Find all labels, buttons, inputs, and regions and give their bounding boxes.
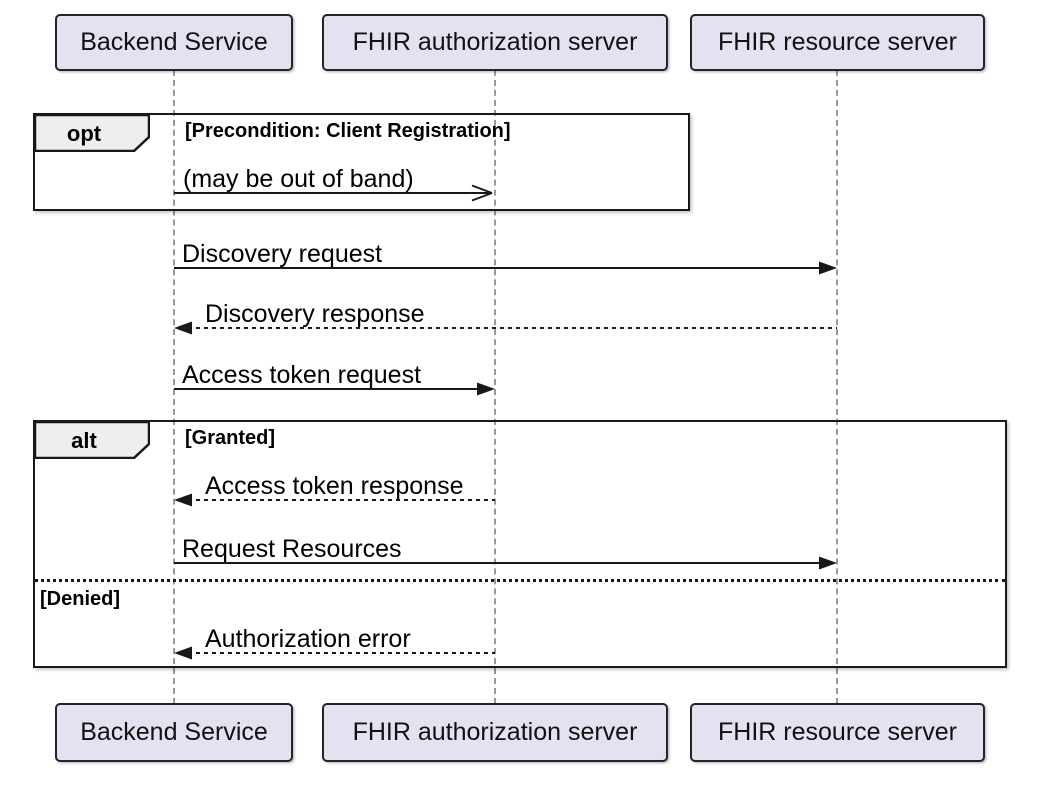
participant-label: Backend Service <box>80 28 268 56</box>
message-label-may-be-out-of-band: (may be out of band) <box>183 165 414 193</box>
may-be-out-of-band-arrow <box>174 184 493 202</box>
lifeline-fhir-resource-server <box>836 70 838 704</box>
opt-operator-pentagon <box>34 114 150 152</box>
alt-operator-label: alt <box>71 427 97 453</box>
message-label-access-token-request: Access token request <box>182 361 422 389</box>
participant-fhir-authorization-server-top: FHIR authorization server <box>322 14 668 71</box>
participant-fhir-resource-server-bottom: FHIR resource server <box>690 703 985 762</box>
alt-guard-denied-label: [Denied] <box>40 588 120 610</box>
participant-label: Backend Service <box>80 718 268 746</box>
message-label-authorization-error: Authorization error <box>205 625 411 653</box>
alt-guard-granted-label: [Granted] <box>185 427 275 449</box>
alt-operator-pentagon <box>34 421 150 459</box>
request-resources-arrow <box>174 556 837 570</box>
participant-label: FHIR authorization server <box>352 28 638 56</box>
discovery-response-arrow <box>174 321 837 335</box>
opt-operator-label: opt <box>66 120 102 146</box>
fragment-opt: opt <box>33 113 690 211</box>
message-label-access-token-response: Access token response <box>205 472 464 500</box>
alt-divider <box>34 579 1006 582</box>
lifeline-backend-service <box>173 70 175 704</box>
message-label-discovery-response: Discovery response <box>205 300 425 328</box>
opt-guard-label: [Precondition: Client Registration] <box>185 120 511 142</box>
participant-backend-service-top: Backend Service <box>55 14 293 71</box>
discovery-request-arrow <box>174 261 837 275</box>
lifeline-fhir-authorization-server <box>494 70 496 704</box>
fragment-alt: alt <box>33 420 1007 668</box>
participant-fhir-authorization-server-bottom: FHIR authorization server <box>322 703 668 762</box>
participant-fhir-resource-server-top: FHIR resource server <box>690 14 985 71</box>
participant-label: FHIR authorization server <box>352 718 638 746</box>
participant-backend-service-bottom: Backend Service <box>55 703 293 762</box>
message-label-request-resources: Request Resources <box>182 535 402 563</box>
participant-label: FHIR resource server <box>718 28 957 56</box>
participant-label: FHIR resource server <box>718 718 957 746</box>
access-token-response-arrow <box>174 493 495 507</box>
access-token-request-arrow <box>174 382 495 396</box>
authorization-error-arrow <box>174 646 495 660</box>
message-label-discovery-request: Discovery request <box>182 240 383 268</box>
